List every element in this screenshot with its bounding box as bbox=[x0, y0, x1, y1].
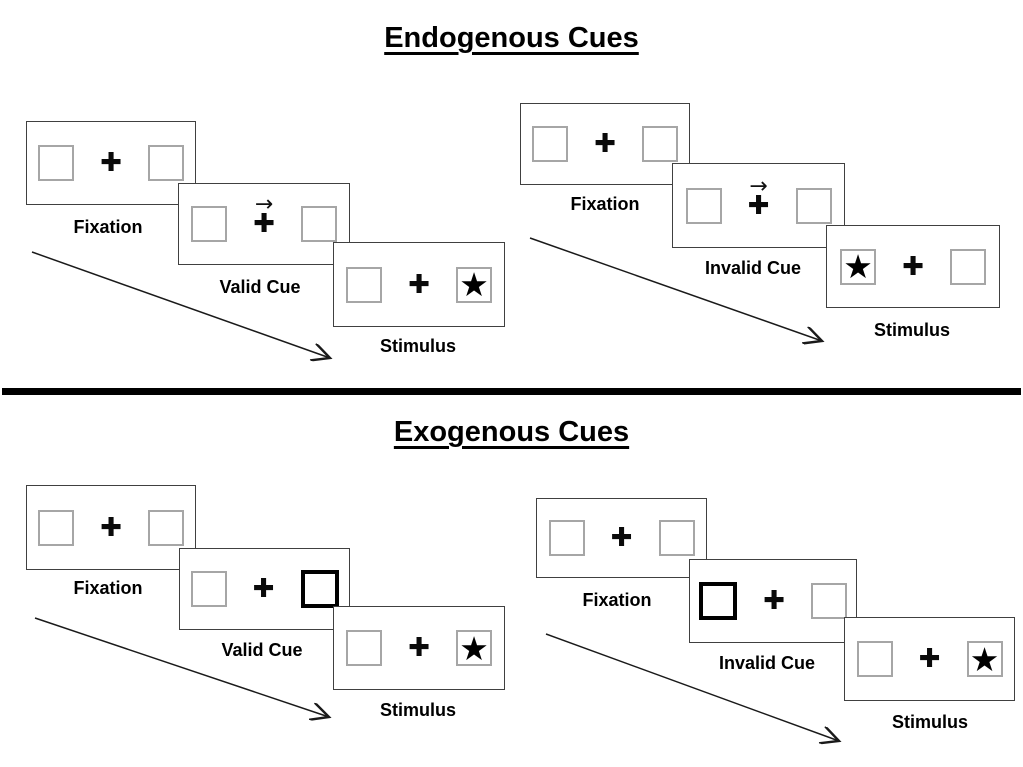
panel-endogenous-invalid-fixation: ✚ bbox=[520, 103, 690, 185]
fixation-cross: → ✚ bbox=[745, 175, 773, 221]
fixation-cross: → ✚ bbox=[250, 194, 278, 239]
panel-exogenous-invalid-stimulus: ✚ ★ bbox=[844, 617, 1015, 701]
panel-endogenous-valid-fixation: ✚ bbox=[26, 121, 196, 205]
fixation-cross: ✚ bbox=[608, 525, 636, 551]
fixation-cross-icon: ✚ bbox=[100, 512, 122, 543]
placeholder-box-right bbox=[642, 126, 678, 162]
timeline-arrow-exogenous-valid bbox=[34, 617, 329, 717]
target-box-right: ★ bbox=[966, 639, 1003, 679]
timeline-arrow-exogenous-invalid bbox=[545, 633, 839, 741]
timeline-arrow-endogenous-invalid bbox=[529, 237, 822, 341]
placeholder-box-left bbox=[346, 266, 382, 303]
placeholder-box-left bbox=[346, 630, 382, 666]
panel-label-stimulus: Stimulus bbox=[873, 320, 950, 340]
panel-label-fixation: Fixation bbox=[582, 590, 652, 610]
panel-label-invalid-cue: Invalid Cue bbox=[704, 258, 802, 278]
star-target-icon: ★ bbox=[459, 265, 489, 304]
fixation-cross-icon: ✚ bbox=[252, 574, 275, 604]
placeholder-box-left bbox=[191, 206, 227, 242]
panel-endogenous-invalid-cue: → ✚ bbox=[672, 163, 845, 248]
panel-endogenous-valid-cue: → ✚ bbox=[178, 183, 350, 265]
placeholder-box-left bbox=[532, 126, 568, 162]
fixation-cross: ✚ bbox=[591, 131, 619, 157]
panel-label-stimulus: Stimulus bbox=[891, 712, 968, 732]
placeholder-box-left bbox=[38, 145, 74, 181]
fixation-cross: ✚ bbox=[405, 272, 433, 298]
panel-endogenous-valid-stimulus: ✚ ★ bbox=[333, 242, 505, 327]
panel-label-fixation: Fixation bbox=[73, 578, 143, 598]
fixation-cross: ✚ bbox=[97, 150, 125, 176]
fixation-cross: ✚ bbox=[899, 254, 927, 280]
star-target-icon: ★ bbox=[459, 628, 489, 668]
target-box-right: ★ bbox=[456, 265, 492, 304]
placeholder-box-right bbox=[301, 206, 337, 242]
fixation-cross-icon: ✚ bbox=[763, 586, 785, 616]
placeholder-box-left bbox=[856, 641, 893, 677]
panel-label-fixation: Fixation bbox=[570, 194, 640, 214]
timeline-arrow-endogenous-valid bbox=[31, 251, 330, 358]
fixation-cross: ✚ bbox=[250, 576, 278, 602]
panel-label-stimulus: Stimulus bbox=[379, 700, 456, 720]
fixation-cross-icon: ✚ bbox=[253, 209, 275, 239]
placeholder-box-right bbox=[658, 520, 695, 556]
star-target-icon: ★ bbox=[969, 639, 1000, 679]
placeholder-box-left bbox=[38, 509, 74, 546]
fixation-cross-icon: ✚ bbox=[100, 148, 122, 178]
panel-label-invalid-cue: Invalid Cue bbox=[718, 653, 816, 673]
fixation-cross-icon: ✚ bbox=[408, 633, 430, 663]
panel-label-fixation: Fixation bbox=[73, 217, 143, 237]
panel-exogenous-valid-fixation: ✚ bbox=[26, 485, 196, 570]
placeholder-box-right bbox=[811, 583, 847, 619]
fixation-cross-icon: ✚ bbox=[902, 251, 924, 282]
placeholder-box-left bbox=[685, 187, 722, 224]
exogenous-cue-box-right bbox=[300, 570, 339, 608]
exogenous-cue-box-left bbox=[699, 582, 737, 620]
panel-label-stimulus: Stimulus bbox=[379, 336, 456, 356]
panel-endogenous-invalid-stimulus: ★ ✚ bbox=[826, 225, 1000, 308]
placeholder-box-left bbox=[548, 520, 585, 556]
placeholder-box-left bbox=[190, 571, 227, 607]
target-box-right: ★ bbox=[456, 630, 492, 666]
fixation-cross-icon: ✚ bbox=[594, 129, 616, 159]
panel-label-valid-cue: Valid Cue bbox=[221, 640, 303, 660]
fixation-cross-icon: ✚ bbox=[408, 269, 430, 300]
fixation-cross: ✚ bbox=[760, 588, 788, 614]
placeholder-box-right bbox=[950, 248, 986, 285]
section-title-exogenous: Exogenous Cues bbox=[393, 416, 630, 448]
fixation-cross: ✚ bbox=[405, 635, 433, 661]
placeholder-box-right bbox=[795, 187, 832, 224]
panel-exogenous-invalid-fixation: ✚ bbox=[536, 498, 707, 578]
placeholder-box-right bbox=[148, 145, 184, 181]
endogenous-cue-arrow-icon: → bbox=[254, 192, 274, 217]
star-target-icon: ★ bbox=[843, 247, 873, 286]
fixation-cross-icon: ✚ bbox=[918, 644, 941, 674]
endogenous-cue-arrow-icon: → bbox=[749, 173, 768, 199]
section-title-endogenous: Endogenous Cues bbox=[384, 22, 639, 54]
placeholder-box-right bbox=[148, 509, 184, 546]
fixation-cross: ✚ bbox=[916, 646, 944, 672]
panel-exogenous-invalid-cue: ✚ bbox=[689, 559, 857, 643]
section-divider bbox=[2, 388, 1021, 395]
fixation-cross: ✚ bbox=[97, 515, 125, 541]
panel-exogenous-valid-cue: ✚ bbox=[179, 548, 350, 630]
target-box-left: ★ bbox=[840, 247, 876, 286]
panel-label-valid-cue: Valid Cue bbox=[219, 277, 301, 297]
panel-exogenous-valid-stimulus: ✚ ★ bbox=[333, 606, 505, 690]
fixation-cross-icon: ✚ bbox=[747, 190, 770, 221]
fixation-cross-icon: ✚ bbox=[610, 523, 633, 553]
